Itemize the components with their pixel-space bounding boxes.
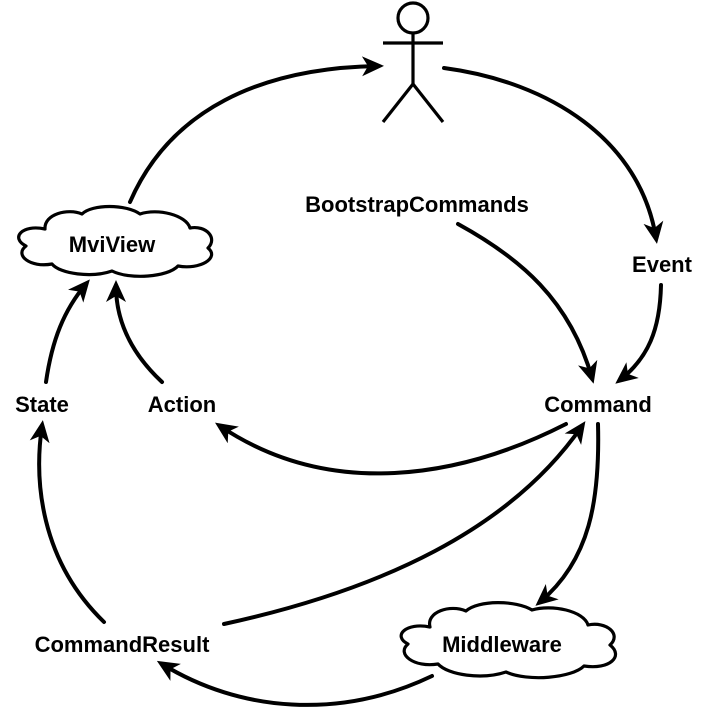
edge-event-to-command [615,283,663,384]
node-command-result-label: CommandResult [35,632,210,657]
actor-left-leg [381,83,415,123]
edge-state-to-mviview [44,279,90,384]
node-bootstrap-commands-label: BootstrapCommands [305,192,529,217]
node-middleware-label: Middleware [442,632,562,657]
node-action-label: Action [148,392,216,417]
actor-right-leg [411,83,445,123]
edge-middleware-to-commandresult [156,660,434,707]
node-command-label: Command [544,392,652,417]
actor-head [396,1,430,35]
edge-bootstrap-to-command [456,222,598,384]
edge-commandresult-to-command [222,421,586,626]
actor-stick-figure [381,1,445,123]
edge-command-to-middleware [535,422,601,606]
edge-command-to-action [215,422,568,476]
node-event-label: Event [632,252,693,277]
middleware-cloud [399,601,618,680]
node-mvi-view-label: MviView [69,232,156,257]
mvi-view-cloud [17,204,214,278]
edge-actor-to-event [442,66,664,244]
edge-action-to-mviview [106,280,164,384]
edge-commandresult-to-state [29,420,106,624]
node-state-label: State [15,392,69,417]
edge-mviview-to-actor [128,56,384,204]
